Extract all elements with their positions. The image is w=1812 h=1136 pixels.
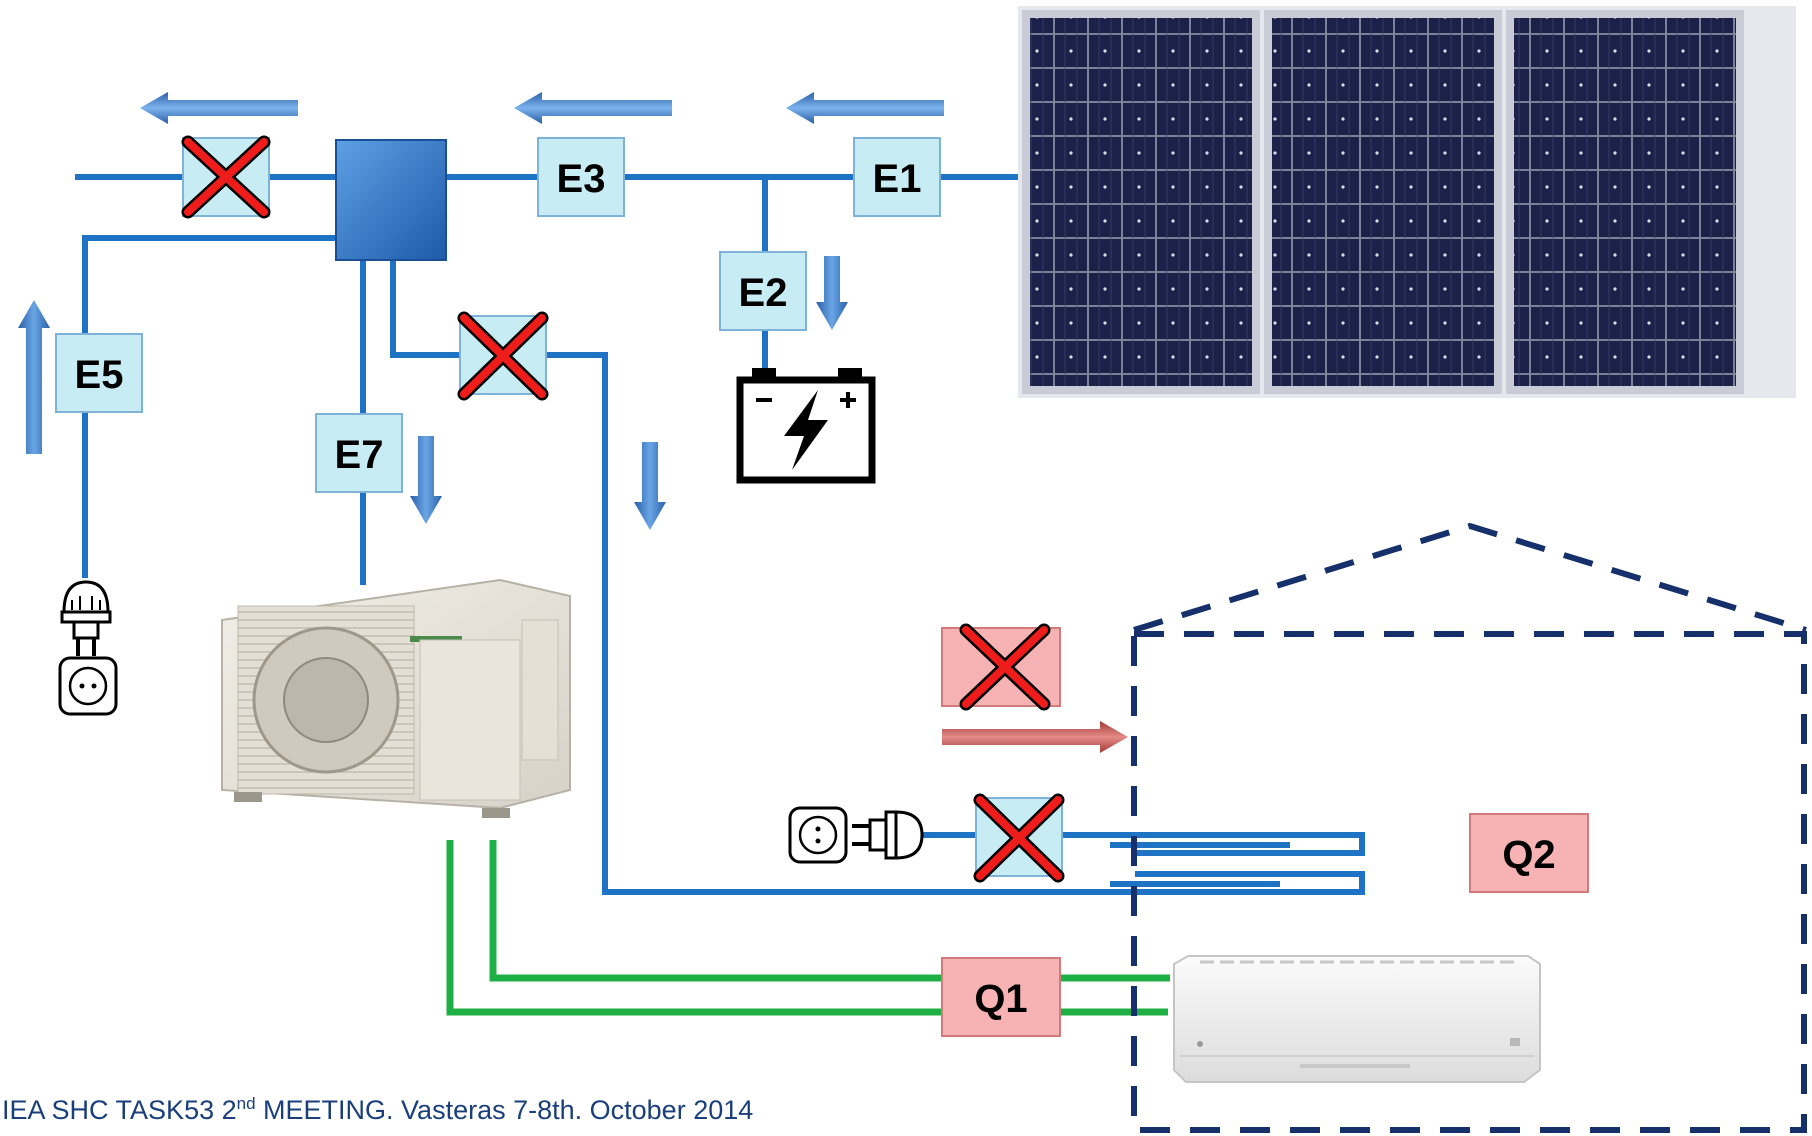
meter-e3: E3 — [537, 137, 625, 217]
cross-icon — [181, 135, 271, 219]
footer-text-rest: MEETING. Vasteras 7-8th. October 2014 — [255, 1095, 754, 1125]
pv-panel-array — [1018, 6, 1796, 398]
flow-arrow-left — [514, 92, 672, 124]
socket-icon — [58, 656, 118, 716]
building-outline — [1131, 522, 1807, 1133]
flow-arrow-down — [634, 442, 666, 530]
meter-e7-label: E7 — [335, 433, 384, 477]
cross-icon — [959, 623, 1051, 711]
meter-e5-label: E5 — [75, 353, 124, 397]
footer-text-main: IEA SHC TASK53 2 — [2, 1095, 237, 1125]
meter-e3-label: E3 — [557, 157, 606, 201]
heat-box-q1: Q1 — [941, 957, 1061, 1037]
meter-crossed-grid-export — [181, 135, 271, 219]
flow-arrow-left — [786, 92, 944, 124]
footer-text-sup: nd — [236, 1094, 256, 1113]
meter-e1: E1 — [853, 137, 941, 217]
meter-e2-label: E2 — [739, 271, 788, 315]
meter-crossed-backup-heater — [973, 793, 1065, 883]
heat-box-crossed — [941, 623, 1061, 711]
pv-panel-icon — [1022, 10, 1260, 394]
flow-arrow-up — [18, 300, 50, 454]
cross-icon — [457, 311, 549, 401]
pv-panel-icon — [1506, 10, 1744, 394]
meter-e2: E2 — [719, 251, 807, 331]
outdoor-unit-icon — [221, 578, 571, 818]
pv-panel-icon — [1264, 10, 1502, 394]
flow-arrow-down — [816, 256, 848, 330]
inverter-icon — [335, 139, 447, 261]
heat-box-q2: Q2 — [1469, 813, 1589, 893]
cross-icon — [973, 793, 1065, 883]
socket-icon — [788, 806, 848, 864]
battery-icon — [736, 368, 876, 484]
meter-e7: E7 — [315, 413, 403, 493]
plug-icon — [60, 580, 112, 656]
footer-caption: IEA SHC TASK53 2nd MEETING. Vasteras 7-8… — [2, 1094, 753, 1126]
indoor-unit-icon — [1173, 955, 1541, 1083]
meter-crossed-e6 — [457, 311, 549, 401]
heat-flow-arrow-right — [942, 721, 1128, 753]
heat-box-q1-label: Q1 — [974, 977, 1027, 1021]
heat-box-q2-label: Q2 — [1502, 833, 1555, 877]
flow-arrow-left — [140, 92, 298, 124]
meter-e5: E5 — [55, 333, 143, 413]
meter-e1-label: E1 — [873, 157, 922, 201]
plug-icon — [852, 810, 924, 860]
flow-arrow-down — [410, 436, 442, 524]
